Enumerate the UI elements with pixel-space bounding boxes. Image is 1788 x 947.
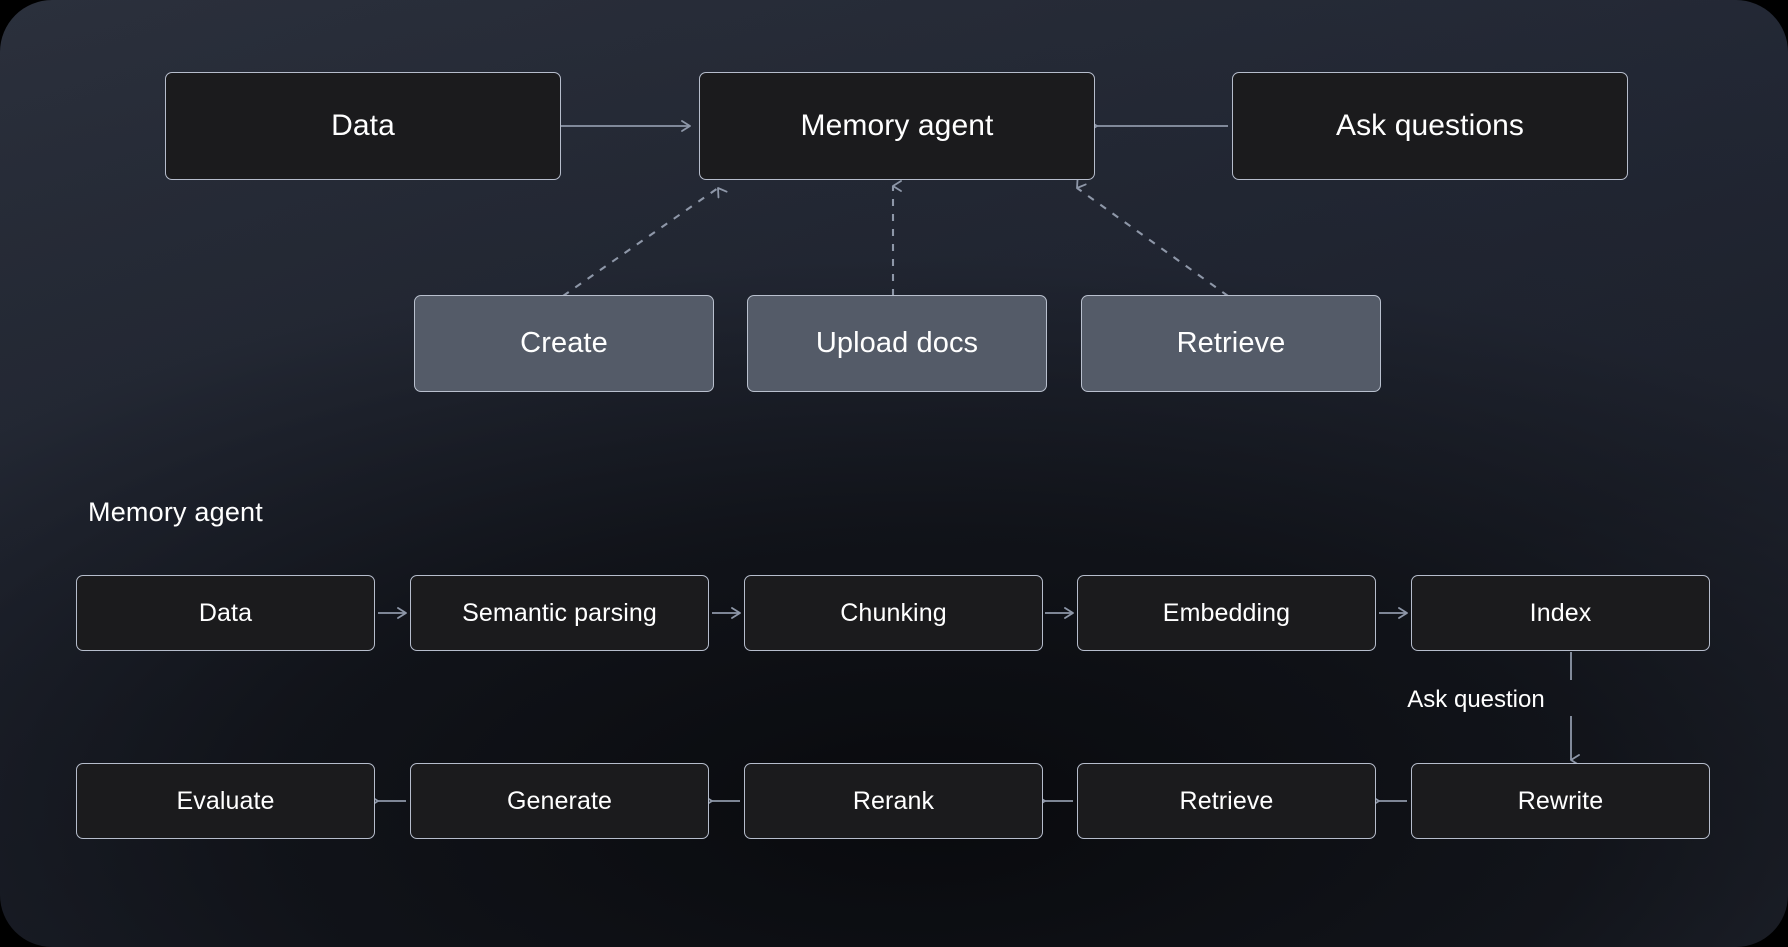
node-create-label: Create (520, 326, 608, 359)
node-pipeline-retrieve-label: Retrieve (1179, 786, 1274, 815)
node-data[interactable]: Data (165, 72, 561, 180)
node-pipeline-index[interactable]: Index (1411, 575, 1710, 651)
node-pipeline-retrieve[interactable]: Retrieve (1077, 763, 1376, 839)
node-retrieve[interactable]: Retrieve (1081, 295, 1381, 392)
node-create[interactable]: Create (414, 295, 714, 392)
node-pipeline-generate[interactable]: Generate (410, 763, 709, 839)
node-pipeline-evaluate[interactable]: Evaluate (76, 763, 375, 839)
edge-create-to-memory-agent (562, 187, 728, 297)
node-memory-agent[interactable]: Memory agent (699, 72, 1095, 180)
node-data-label: Data (331, 108, 395, 142)
node-pipeline-semantic-parsing-label: Semantic parsing (462, 598, 657, 627)
node-pipeline-rewrite[interactable]: Rewrite (1411, 763, 1710, 839)
node-ask-questions[interactable]: Ask questions (1232, 72, 1628, 180)
node-pipeline-generate-label: Generate (506, 786, 613, 815)
node-pipeline-rerank-label: Rerank (852, 786, 935, 815)
node-pipeline-evaluate-label: Evaluate (176, 786, 275, 815)
pipeline-section-title: Memory agent (88, 497, 263, 527)
edge-label-ask-question: Ask question (1407, 686, 1545, 713)
node-ask-questions-label: Ask questions (1335, 108, 1525, 142)
node-pipeline-semantic-parsing[interactable]: Semantic parsing (410, 575, 709, 651)
node-memory-agent-label: Memory agent (800, 108, 994, 142)
node-pipeline-data-label: Data (198, 598, 253, 627)
node-upload-docs-label: Upload docs (815, 326, 979, 359)
node-pipeline-embedding-label: Embedding (1162, 598, 1291, 627)
node-pipeline-chunking[interactable]: Chunking (744, 575, 1043, 651)
node-upload-docs[interactable]: Upload docs (747, 295, 1047, 392)
node-pipeline-data[interactable]: Data (76, 575, 375, 651)
node-pipeline-rewrite-label: Rewrite (1517, 786, 1604, 815)
edge-retrieve-to-memory-agent (1076, 177, 1229, 297)
node-pipeline-index-label: Index (1529, 598, 1592, 627)
node-pipeline-embedding[interactable]: Embedding (1077, 575, 1376, 651)
node-retrieve-label: Retrieve (1176, 326, 1286, 359)
node-pipeline-rerank[interactable]: Rerank (744, 763, 1043, 839)
node-pipeline-chunking-label: Chunking (840, 598, 947, 627)
